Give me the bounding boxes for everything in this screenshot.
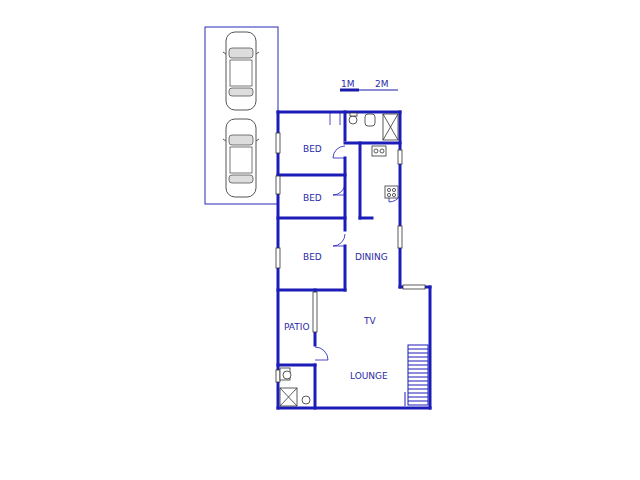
room-label: BED [303,145,322,154]
scale-label: 1M [341,80,355,89]
room-label: BED [303,194,322,203]
room-label: DINING [355,253,388,262]
room-label: BED [303,253,322,262]
scale-label: 2M [375,80,389,89]
room-label: PATIO [284,323,310,332]
room-label: LOUNGE [350,372,388,381]
room-label: TV [364,317,376,326]
